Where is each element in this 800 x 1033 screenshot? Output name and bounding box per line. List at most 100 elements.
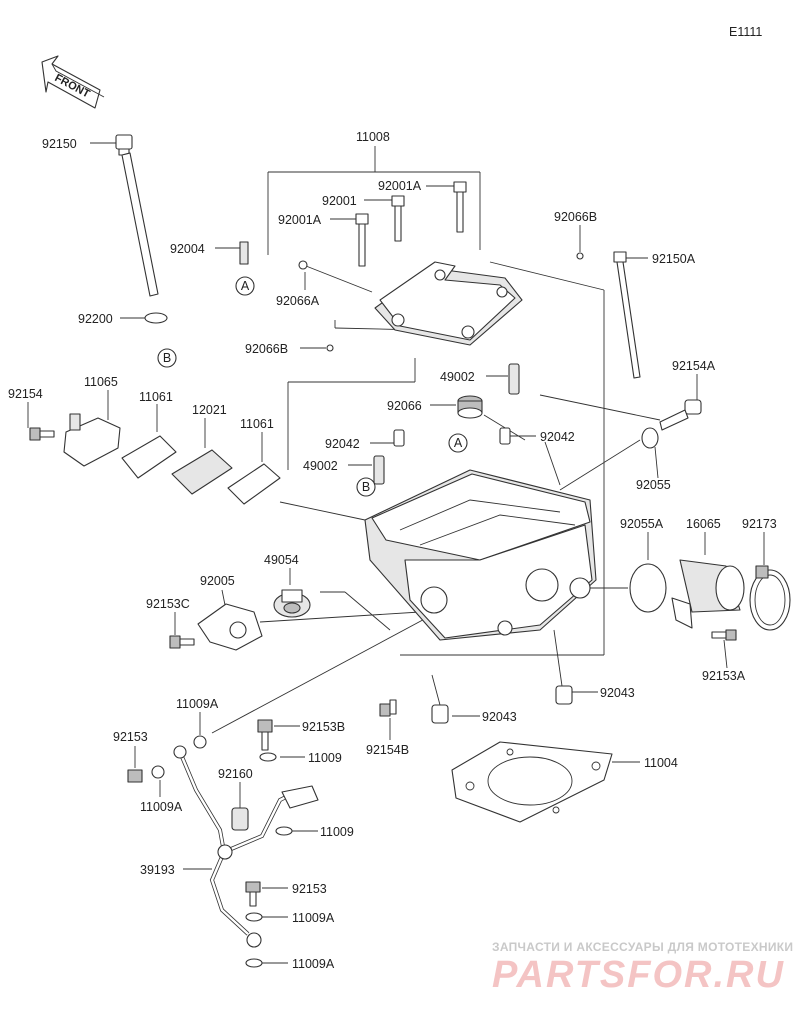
dowel-92043-left-part	[431, 704, 449, 724]
stud-92004-part	[239, 241, 249, 265]
oring-92055-part	[641, 427, 659, 449]
washer-11009-a-part	[259, 752, 277, 762]
label-92004: 92004	[170, 242, 205, 256]
label-92153-left: 92153	[113, 730, 148, 744]
cylinder-head-body-part	[364, 469, 597, 641]
watermark-tagline: ЗАПЧАСТИ И АКСЕССУАРЫ ДЛЯ МОТОТЕХНИКИ	[492, 940, 793, 954]
bolt-92153A-part	[711, 629, 737, 641]
diagram-id: E1111	[729, 25, 762, 39]
head-gasket-11004-part	[451, 741, 613, 823]
gasket-11061-b-part	[227, 463, 281, 505]
label-92153-bottom: 92153	[292, 882, 327, 896]
oil-pipe-39193-part	[173, 745, 319, 948]
label-11009A-bottom: 11009A	[292, 957, 335, 971]
callout-b-head: B	[356, 477, 376, 497]
label-16065: 16065	[686, 517, 721, 531]
callout-a-head: A	[448, 433, 468, 453]
label-92150A: 92150A	[652, 252, 696, 266]
bolt-92154B-part	[379, 699, 397, 717]
label-49002-top: 49002	[440, 370, 475, 384]
bolt-92153C-part	[169, 635, 195, 649]
label-92042-left: 92042	[325, 437, 360, 451]
guide-49002-mid-part	[373, 455, 385, 485]
bolt-92001A-left-part	[355, 213, 369, 267]
label-92200: 92200	[78, 312, 113, 326]
part-labels: 92150 11008 92001A 92001 92001A 92066B 9…	[8, 130, 777, 971]
label-11065: 11065	[84, 375, 118, 389]
watermark: ЗАПЧАСТИ И АКСЕССУАРЫ ДЛЯ МОТОТЕХНИКИ PA…	[492, 940, 793, 996]
label-11061-b: 11061	[240, 417, 274, 431]
label-92001: 92001	[322, 194, 357, 208]
washer-92200-part	[144, 312, 168, 324]
label-92066B-top: 92066B	[554, 210, 597, 224]
bolt-92154-part	[29, 427, 55, 441]
label-92055: 92055	[636, 478, 671, 492]
label-92066B-left: 92066B	[245, 342, 288, 356]
washer-11009A-low-part	[245, 912, 263, 922]
label-92001A-top: 92001A	[378, 179, 422, 193]
label-92005: 92005	[200, 574, 235, 588]
front-arrow-icon: FRONT	[41, 55, 105, 109]
bolt-92154A-part	[659, 399, 702, 431]
plug-92066-part	[457, 395, 483, 419]
label-49054: 49054	[264, 553, 299, 567]
guide-49002-top-part	[508, 363, 520, 395]
label-11004: 11004	[644, 756, 678, 770]
dowel-92066A-part	[298, 260, 308, 270]
label-11009A-top: 11009A	[176, 697, 219, 711]
oring-92055A-part	[629, 563, 667, 613]
bolt-92001-part	[391, 195, 405, 242]
stud-92150-part	[115, 134, 159, 297]
stud-92150A-part	[613, 251, 641, 379]
dowel-92066B-left-part	[326, 344, 334, 352]
label-11009A-low: 11009A	[292, 911, 335, 925]
label-92042-right: 92042	[540, 430, 575, 444]
svg-text:A: A	[454, 436, 463, 450]
label-92153B: 92153B	[302, 720, 345, 734]
reed-valve-12021-part	[171, 449, 233, 495]
label-92066A: 92066A	[276, 294, 320, 308]
watermark-brand: PARTSFOR.RU	[492, 954, 785, 996]
intake-holder-16065-part	[671, 559, 745, 629]
label-49002-mid: 49002	[303, 459, 338, 473]
svg-text:B: B	[163, 351, 171, 365]
label-12021: 12021	[192, 403, 227, 417]
washer-11009-b-part	[275, 826, 293, 836]
label-92153C: 92153C	[146, 597, 190, 611]
dowel-92066B-top-part	[576, 252, 584, 260]
label-11009A-mid: 11009A	[140, 800, 183, 814]
label-11061-a: 11061	[139, 390, 173, 404]
bolt-92153-bottom-part	[245, 881, 261, 907]
label-92001A-left: 92001A	[278, 213, 322, 227]
label-92154: 92154	[8, 387, 43, 401]
cover-11065-neck	[69, 413, 81, 431]
clamp-92173-part	[749, 565, 791, 631]
thermostat-49054-part	[273, 589, 311, 618]
bolt-92001A-top-part	[453, 181, 467, 233]
label-39193: 39193	[140, 863, 175, 877]
label-92150: 92150	[42, 137, 77, 151]
washer-11009A-top-part	[193, 735, 207, 749]
label-11009-a: 11009	[308, 751, 342, 765]
label-92066: 92066	[387, 399, 422, 413]
label-92153A: 92153A	[702, 669, 746, 683]
dowel-92043-right-part	[555, 685, 573, 705]
damper-92160-part	[231, 807, 249, 831]
label-92055A: 92055A	[620, 517, 664, 531]
dowel-92042-right-part	[499, 427, 511, 445]
bolt-92153-left-part	[127, 769, 143, 783]
label-92160: 92160	[218, 767, 253, 781]
svg-text:B: B	[362, 480, 370, 494]
dowel-92042-left-part	[393, 429, 405, 447]
label-92154A: 92154A	[672, 359, 716, 373]
label-92154B: 92154B	[366, 743, 409, 757]
washer-11009A-mid-part	[151, 765, 165, 779]
label-11008: 11008	[356, 130, 390, 144]
camshaft-holder-11008-part	[374, 261, 523, 346]
callout-b-washer: B	[157, 348, 177, 368]
leader-lines	[27, 142, 765, 964]
svg-text:A: A	[241, 279, 250, 293]
callout-a-bolt: A	[235, 276, 255, 296]
label-92173: 92173	[742, 517, 777, 531]
